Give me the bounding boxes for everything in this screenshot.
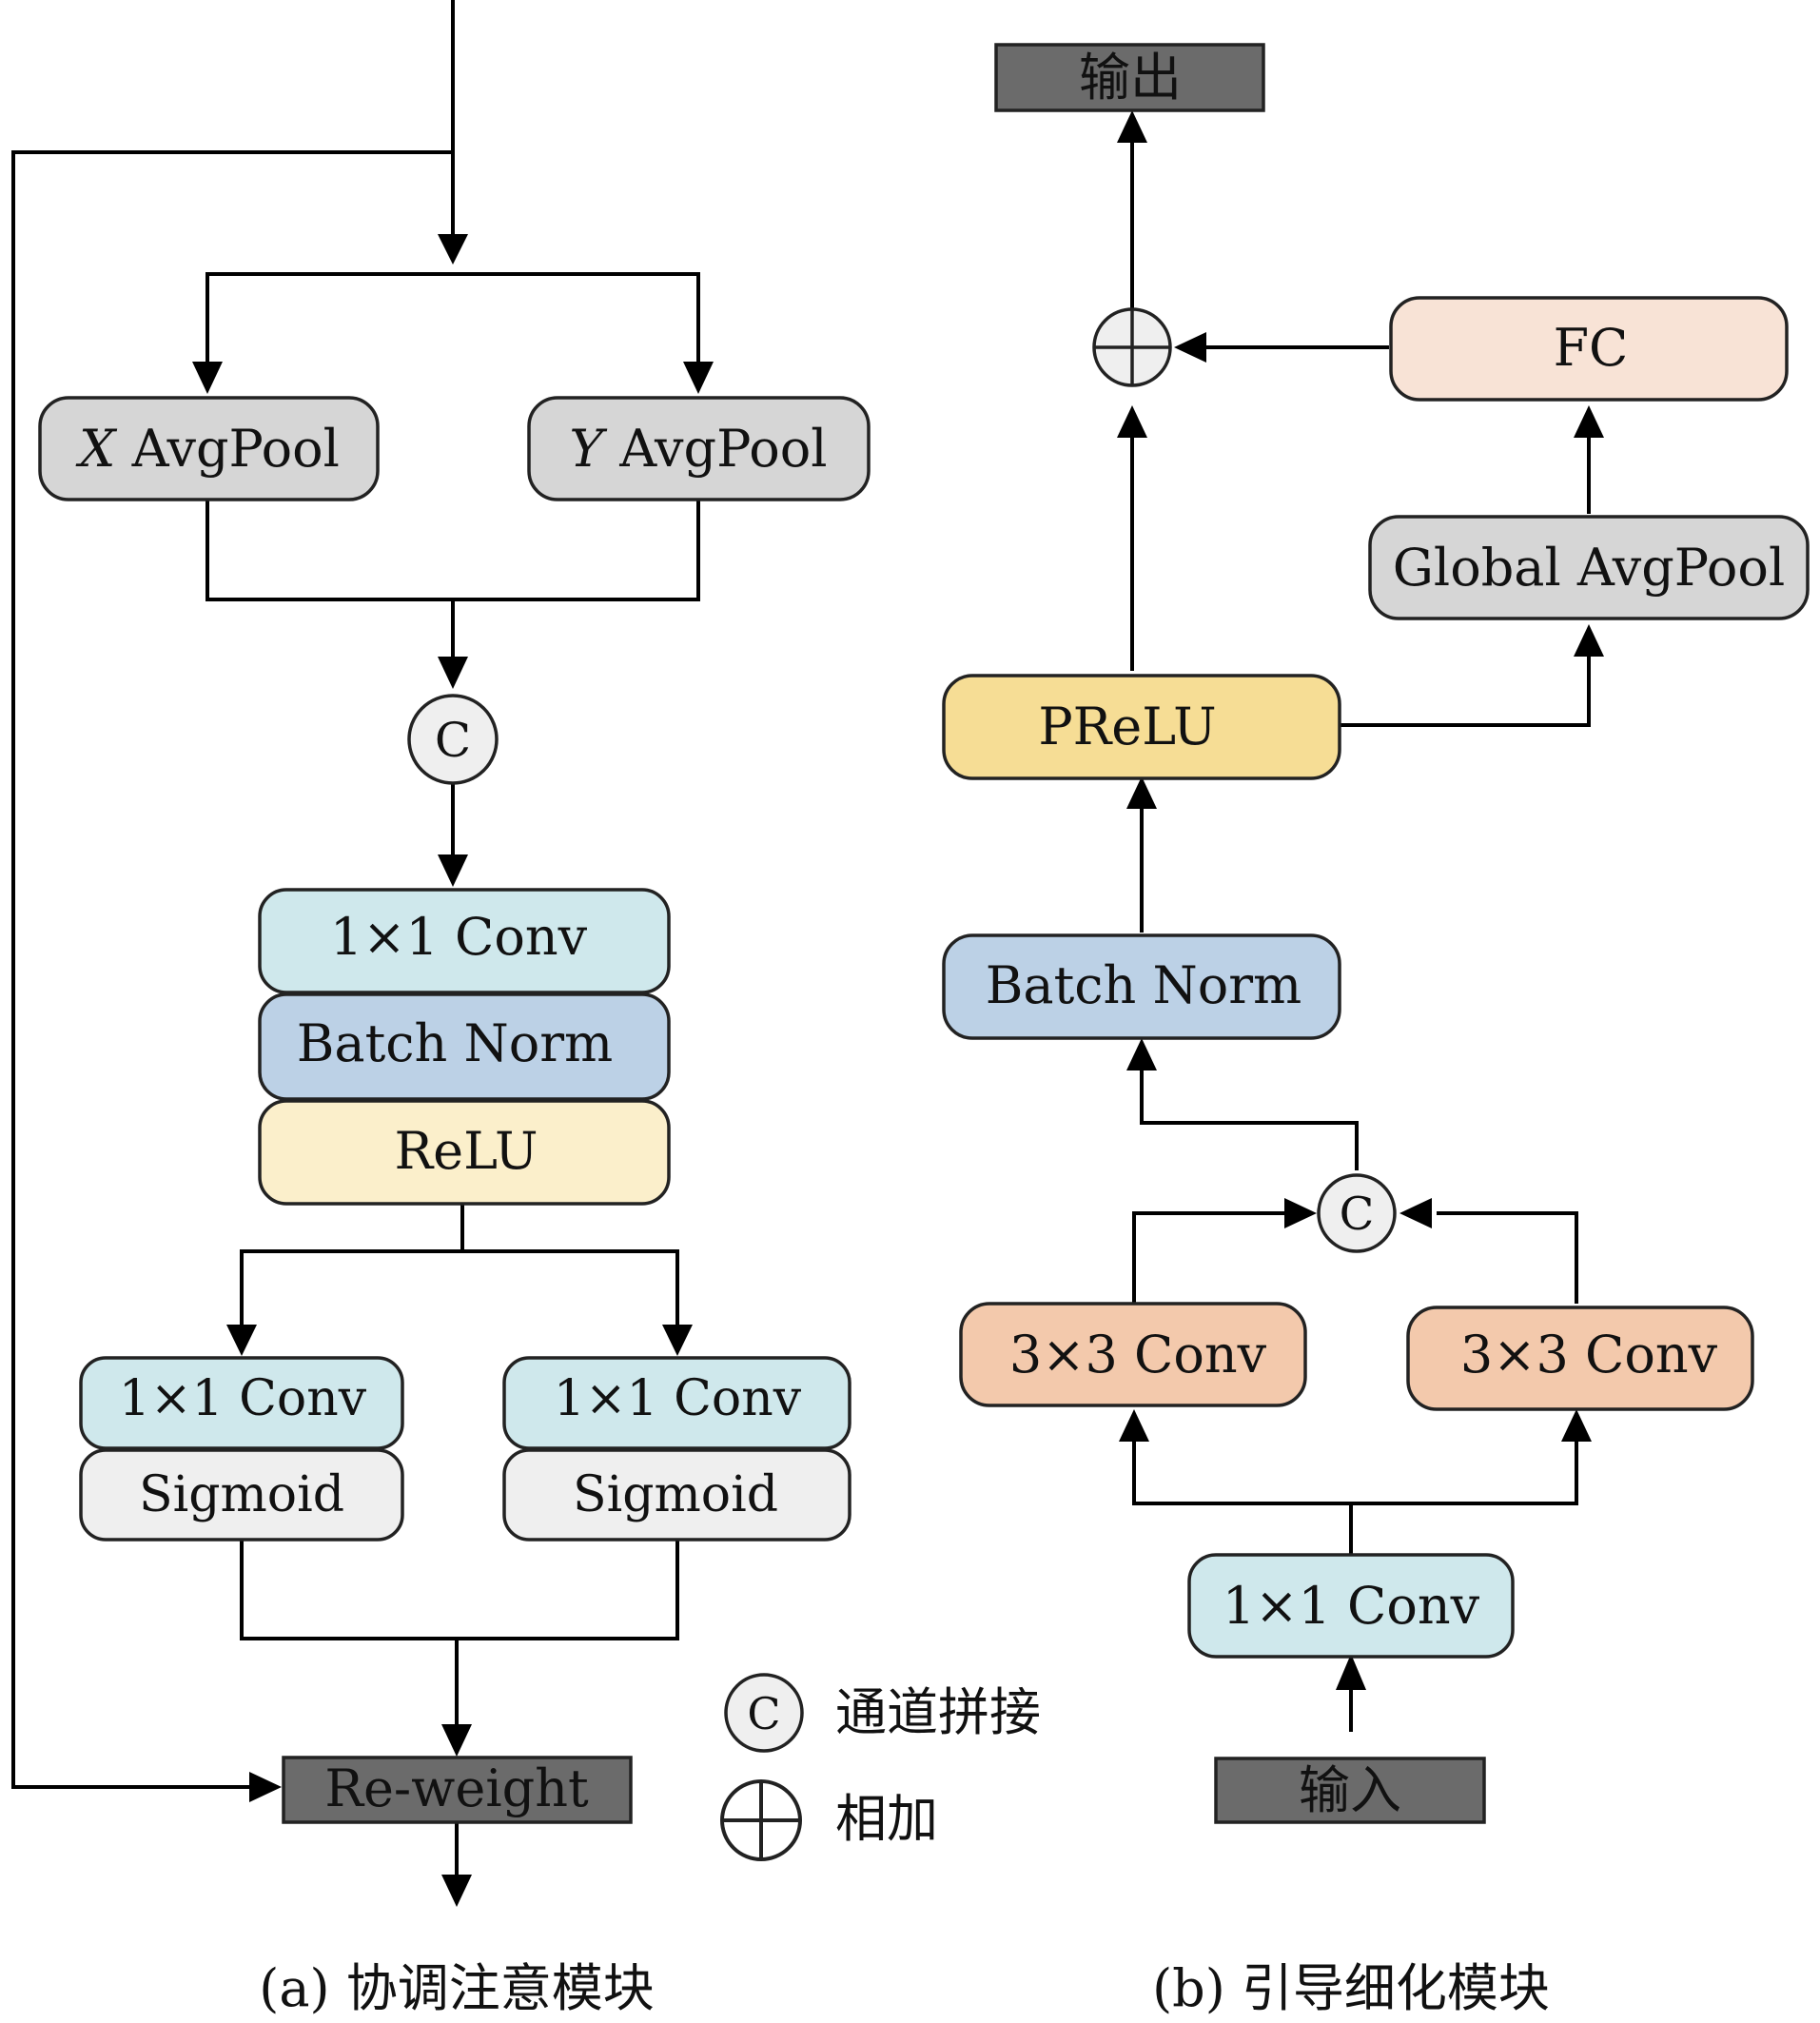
- caption-b: (b) 引导细化模块: [1152, 1958, 1550, 2018]
- global-avgpool-block: Global AvgPool: [1368, 515, 1810, 620]
- relu-label: ReLU: [394, 1121, 538, 1181]
- concat-node-a: C: [407, 694, 499, 785]
- prelu-label: PReLU: [1038, 697, 1216, 756]
- legend-add-item: 相加: [720, 1779, 938, 1861]
- legend-add-label: 相加: [835, 1789, 938, 1849]
- conv1x1-block-a: [258, 888, 671, 994]
- conv3x3-right-label: 3×3 Conv: [1460, 1325, 1718, 1385]
- right-sigmoid-label: Sigmoid: [573, 1466, 778, 1523]
- svg-text:Y AvgPool: Y AvgPool: [569, 419, 827, 479]
- left-conv-block: [79, 1356, 404, 1450]
- input-block: 输入: [1214, 1757, 1486, 1824]
- legend-concat-item: C 通道拼接: [724, 1673, 1041, 1753]
- input-label: 输入: [1299, 1760, 1401, 1820]
- right-branch-stack: 1×1 Conv Sigmoid: [502, 1356, 851, 1542]
- y-avgpool-label: AvgPool: [603, 419, 828, 479]
- left-sigmoid-block: [79, 1448, 404, 1542]
- right-conv-block: [502, 1356, 851, 1450]
- caption-a: (a) 协调注意模块: [259, 1958, 655, 2018]
- batch-norm-label-a: Batch Norm: [297, 1013, 614, 1073]
- legend-add-icon: [720, 1779, 802, 1861]
- left-sigmoid-label: Sigmoid: [139, 1466, 344, 1523]
- x-avgpool-label: AvgPool: [115, 419, 340, 479]
- left-conv-label: 1×1 Conv: [119, 1370, 367, 1427]
- concat-node-b: C: [1317, 1173, 1397, 1253]
- conv3x3-left-label: 3×3 Conv: [1009, 1325, 1267, 1385]
- right-conv-label: 1×1 Conv: [554, 1370, 802, 1427]
- legend-concat-symbol: C: [747, 1688, 780, 1739]
- conv1x1-label-a: 1×1 Conv: [330, 907, 588, 967]
- prelu-block: PReLU: [942, 674, 1341, 780]
- svg-text:X AvgPool: X AvgPool: [75, 419, 340, 479]
- conv-bn-relu-stack: 1×1 Conv Batch Norm ReLU: [258, 888, 671, 1206]
- y-variable: Y: [569, 419, 607, 479]
- output-block: 输出: [994, 43, 1265, 112]
- output-label: 输出: [1079, 48, 1182, 108]
- x-avgpool-block: X AvgPool: [38, 396, 380, 501]
- batch-norm-block-a: [258, 992, 671, 1101]
- conv3x3-right-block: 3×3 Conv: [1406, 1306, 1754, 1411]
- reweight-block: Re-weight: [282, 1756, 633, 1824]
- conv3x3-left-block: 3×3 Conv: [959, 1302, 1307, 1407]
- reweight-label: Re-weight: [324, 1758, 589, 1818]
- concat-symbol-a: C: [435, 713, 471, 768]
- x-variable: X: [75, 419, 118, 479]
- panel-a-arrowheads: [192, 234, 714, 1907]
- global-avgpool-label: Global AvgPool: [1393, 538, 1785, 598]
- batch-norm-label-b: Batch Norm: [986, 955, 1302, 1015]
- batch-norm-block-b: Batch Norm: [942, 933, 1341, 1040]
- legend-concat-icon: [724, 1673, 804, 1753]
- legend: C 通道拼接 相加: [720, 1673, 1041, 1861]
- fc-block: FC: [1389, 296, 1789, 402]
- relu-block: [258, 1099, 671, 1206]
- y-avgpool-block: Y AvgPool: [527, 396, 871, 501]
- conv1x1-label-b: 1×1 Conv: [1223, 1576, 1480, 1636]
- left-branch-stack: 1×1 Conv Sigmoid: [79, 1356, 404, 1542]
- fc-label: FC: [1554, 318, 1629, 378]
- legend-concat-label: 通道拼接: [835, 1682, 1041, 1742]
- concat-symbol-b: C: [1340, 1188, 1375, 1241]
- add-node: [1092, 307, 1172, 387]
- panel-a-connectors: [11, 0, 700, 1884]
- panel-b-arrowheads: [1117, 110, 1604, 1690]
- right-sigmoid-block: [502, 1448, 851, 1542]
- conv1x1-block-b: 1×1 Conv: [1187, 1553, 1515, 1659]
